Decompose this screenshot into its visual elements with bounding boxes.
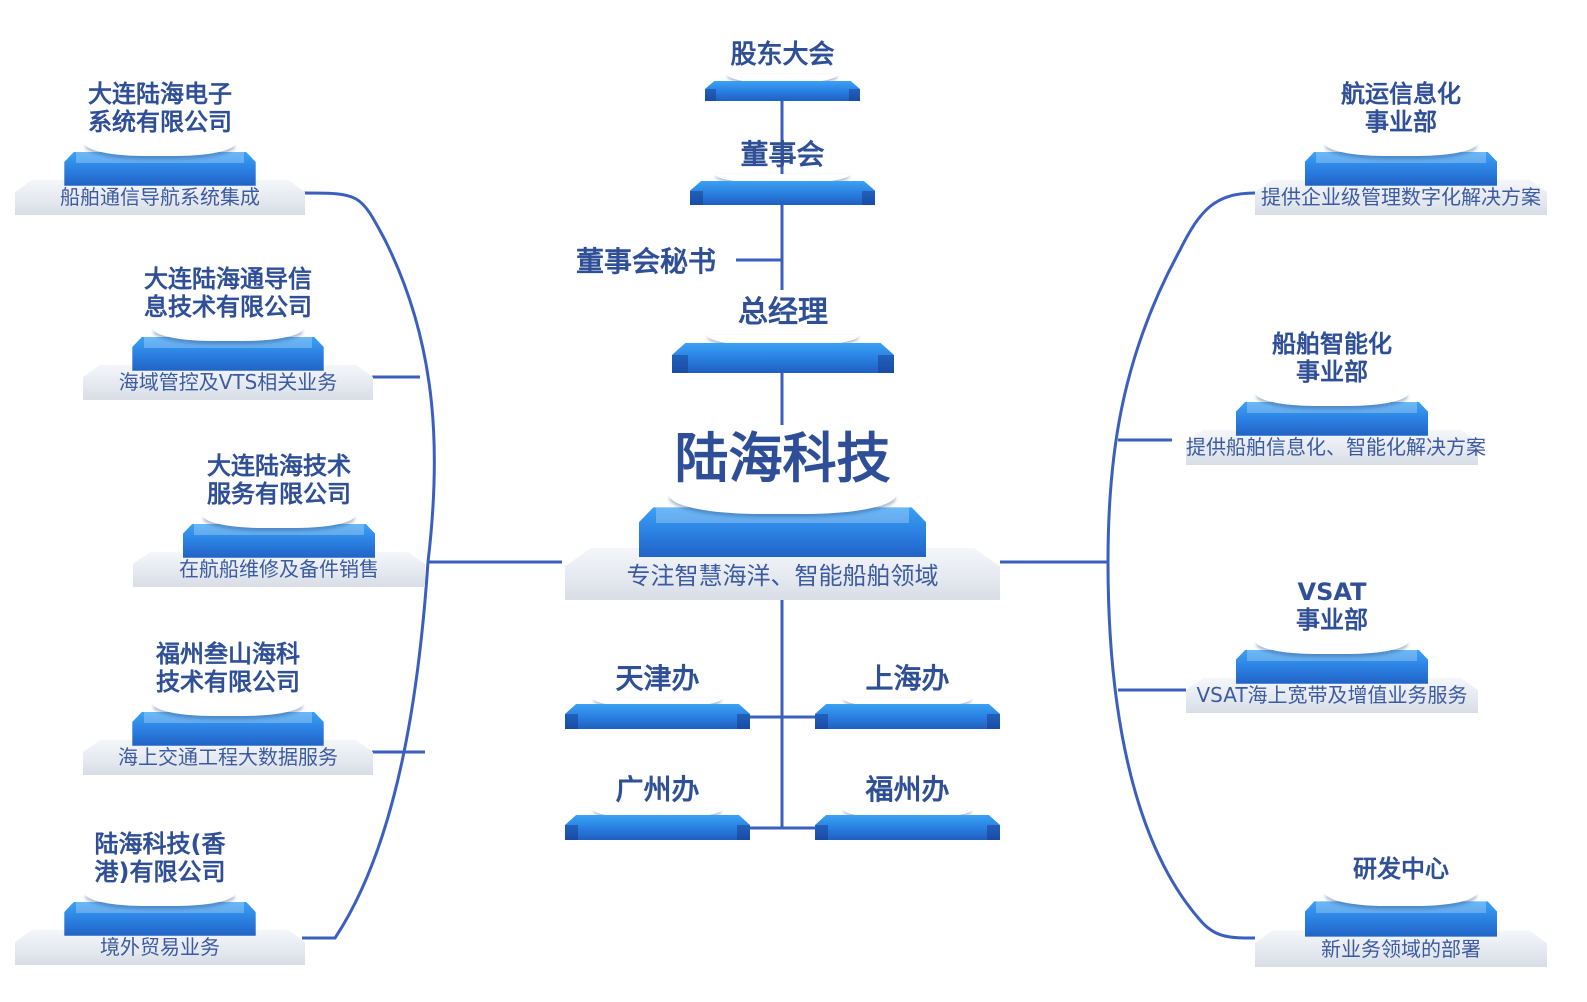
subsidiary-node[interactable]: 陆海科技(香 港)有限公司 境外贸易业务	[15, 830, 305, 965]
pedestal-bar	[690, 181, 875, 205]
office-guangzhou[interactable]: 广州办	[565, 773, 750, 841]
board-title: 董事会	[740, 138, 825, 171]
office-title: 广州办	[615, 773, 700, 806]
pedestal-block	[132, 711, 324, 746]
pedestal-cap	[1325, 887, 1477, 907]
pedestal-cap	[843, 809, 972, 819]
division-pedestal: 提供船舶信息化、智能化解决方案	[1186, 388, 1486, 465]
subsidiary-node[interactable]: 福州叁山海科 技术有限公司 海上交通工程大数据服务	[83, 640, 373, 775]
pedestal-block	[1304, 151, 1498, 186]
pedestal-cap	[152, 698, 304, 717]
pedestal-cap	[203, 510, 355, 529]
division-title: 研发中心	[1353, 855, 1449, 883]
division-node[interactable]: 船舶智能化 事业部 提供船舶信息化、智能化解决方案	[1186, 330, 1486, 465]
pedestal-bar	[815, 704, 1000, 729]
node-board[interactable]: 董事会	[690, 135, 875, 207]
division-subtitle: 新业务领域的部署	[1321, 937, 1481, 962]
division-title: 航运信息化 事业部	[1341, 80, 1461, 137]
division-node[interactable]: VSAT 事业部 VSAT海上宽带及增值业务服务	[1186, 578, 1478, 713]
left-bracket	[301, 191, 436, 940]
subsidiary-subtitle: 船舶通信导航系统集成	[60, 185, 260, 210]
pedestal-cap	[84, 138, 236, 157]
pedestal-block	[1235, 401, 1429, 436]
pedestal-cap	[152, 323, 304, 342]
office-title: 福州办	[865, 773, 950, 806]
subsidiary-node[interactable]: 大连陆海通导信 息技术有限公司 海域管控及VTS相关业务	[83, 265, 373, 400]
division-subtitle: VSAT海上宽带及增值业务服务	[1196, 683, 1468, 708]
pedestal-bar	[672, 343, 894, 373]
center-pedestal: 专注智慧海洋、智能船舶领域	[565, 487, 1000, 600]
subsidiary-pedestal: 海上交通工程大数据服务	[83, 698, 373, 775]
pedestal-block	[1304, 901, 1498, 937]
subsidiary-title: 陆海科技(香 港)有限公司	[94, 830, 226, 887]
division-subtitle: 提供企业级管理数字化解决方案	[1261, 185, 1541, 210]
subsidiary-title: 大连陆海技术 服务有限公司	[207, 452, 351, 509]
division-title: VSAT 事业部	[1296, 578, 1368, 635]
pedestal-bar	[815, 815, 1000, 840]
division-subtitle: 提供船舶信息化、智能化解决方案	[1186, 435, 1486, 460]
pedestal-cap	[1256, 388, 1408, 407]
subsidiary-title: 大连陆海电子 系统有限公司	[88, 80, 232, 137]
pedestal-block	[132, 336, 324, 371]
pedestal-cap	[593, 809, 722, 819]
office-title: 天津办	[615, 662, 700, 695]
pedestal-cap	[843, 698, 972, 708]
right-bracket	[1106, 191, 1256, 940]
subsidiary-subtitle: 境外贸易业务	[100, 935, 220, 960]
shareholders-title: 股东大会	[730, 40, 835, 70]
office-fuzhou[interactable]: 福州办	[815, 773, 1000, 841]
pedestal-block	[64, 151, 256, 186]
subsidiary-title: 大连陆海通导信 息技术有限公司	[144, 265, 312, 322]
pedestal-block	[182, 523, 376, 558]
subsidiary-subtitle: 在航船维修及备件销售	[179, 557, 379, 582]
subsidiary-pedestal: 在航船维修及备件销售	[133, 510, 425, 587]
gm-title: 总经理	[738, 295, 828, 330]
pedestal-cap	[727, 74, 838, 84]
subsidiary-node[interactable]: 大连陆海电子 系统有限公司 船舶通信导航系统集成	[15, 80, 305, 215]
subsidiary-node[interactable]: 大连陆海技术 服务有限公司 在航船维修及备件销售	[133, 452, 425, 587]
pedestal-cap	[84, 888, 236, 907]
pedestal-block	[1235, 649, 1429, 684]
subsidiary-pedestal: 海域管控及VTS相关业务	[83, 323, 373, 400]
pedestal-cap	[715, 174, 850, 184]
division-pedestal: VSAT海上宽带及增值业务服务	[1186, 636, 1478, 713]
office-tianjin[interactable]: 天津办	[565, 662, 750, 730]
division-title: 船舶智能化 事业部	[1272, 330, 1392, 387]
office-title: 上海办	[865, 662, 950, 695]
pedestal-cap	[593, 698, 722, 708]
division-node[interactable]: 研发中心 新业务领域的部署	[1255, 855, 1547, 967]
subsidiary-pedestal: 船舶通信导航系统集成	[15, 138, 305, 215]
subsidiary-subtitle: 海域管控及VTS相关业务	[118, 370, 338, 395]
subsidiary-pedestal: 境外贸易业务	[15, 888, 305, 965]
pedestal-block	[638, 507, 927, 558]
center-title: 陆海科技	[674, 427, 891, 490]
subsidiary-title: 福州叁山海科 技术有限公司	[156, 640, 300, 697]
office-shanghai[interactable]: 上海办	[815, 662, 1000, 730]
pedestal-cap	[669, 487, 896, 515]
subsidiary-subtitle: 海上交通工程大数据服务	[118, 745, 338, 770]
pedestal-cap	[1325, 138, 1477, 157]
node-center[interactable]: 陆海科技 专注智慧海洋、智能船舶领域	[565, 425, 1000, 600]
center-subtitle: 专注智慧海洋、智能船舶领域	[626, 561, 939, 590]
division-pedestal: 新业务领域的部署	[1255, 887, 1547, 967]
pedestal-bar	[565, 704, 750, 729]
node-shareholders[interactable]: 股东大会	[705, 38, 860, 103]
node-general-manager[interactable]: 总经理	[672, 293, 894, 375]
pedestal-cap	[1256, 636, 1408, 655]
pedestal-bar	[565, 815, 750, 840]
division-pedestal: 提供企业级管理数字化解决方案	[1255, 138, 1547, 215]
board-secretary-label[interactable]: 董事会秘书	[576, 245, 717, 278]
pedestal-block	[64, 901, 256, 936]
division-node[interactable]: 航运信息化 事业部 提供企业级管理数字化解决方案	[1255, 80, 1547, 215]
pedestal-bar	[705, 81, 860, 101]
